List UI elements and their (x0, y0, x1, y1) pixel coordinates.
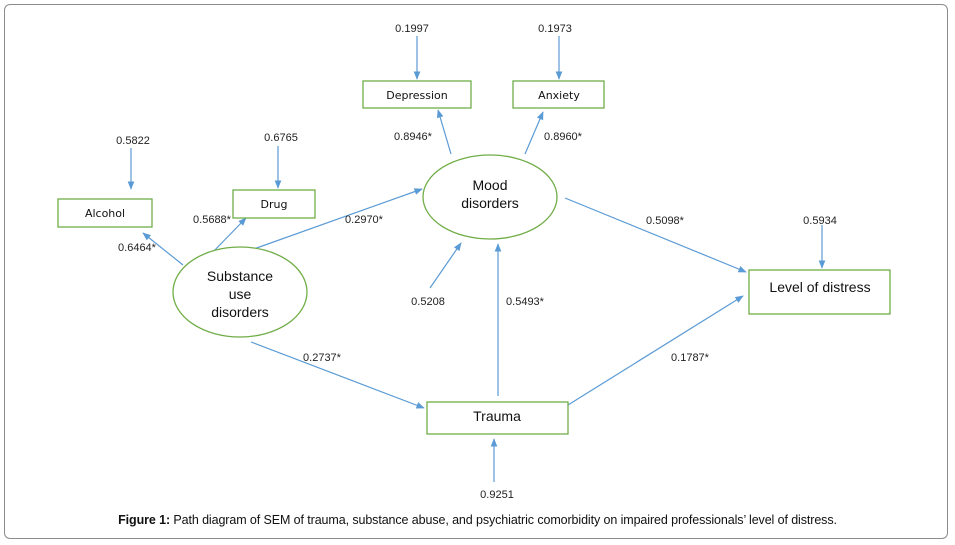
path-mood-to-depression (436, 109, 452, 155)
error-label-mood-disorders: 0.5208 (411, 296, 445, 308)
path-sud-to-mood (250, 188, 423, 251)
node-alcohol: Alcohol (57, 198, 153, 228)
path-trauma-to-distress (567, 295, 744, 406)
node-label-line: Substance (207, 268, 273, 284)
coef-mood-distress: 0.5098* (646, 215, 685, 227)
node-label: Level of distress (769, 279, 870, 295)
edges (127, 36, 826, 482)
node-mood-disorders: Mood disorders (422, 154, 558, 240)
error-label-drug: 0.6765 (264, 132, 298, 144)
node-label: Depression (386, 89, 448, 102)
node-label: Anxiety (538, 89, 580, 102)
coef-trauma-mood: 0.5493* (506, 296, 545, 308)
node-anxiety: Anxiety (512, 80, 605, 109)
node-trauma: Trauma (426, 401, 569, 435)
error-label-level-of-distress: 0.5934 (803, 215, 837, 227)
coefficient-labels: 0.8946* 0.8960* 0.6464* 0.5688* 0.2970* … (118, 131, 710, 364)
node-depression: Depression (362, 80, 472, 109)
figure-caption: Figure 1: Path diagram of SEM of trauma,… (0, 513, 955, 527)
path-mood-to-anxiety (524, 111, 544, 155)
node-label-line: disorders (211, 304, 269, 320)
caption-text: Path diagram of SEM of trauma, substance… (170, 513, 837, 527)
path-mood-to-distress (564, 197, 747, 273)
node-label-line: use (229, 286, 252, 302)
error-label-depression: 0.1997 (395, 23, 429, 35)
node-substance-use-disorders: Substance use disorders (172, 246, 308, 338)
coef-sud-alcohol: 0.6464* (118, 242, 157, 254)
coef-sud-trauma: 0.2737* (303, 352, 342, 364)
node-label: Trauma (473, 408, 521, 424)
coef-mood-anxiety: 0.8960* (544, 131, 583, 143)
figure-frame (4, 4, 948, 539)
error-label-alcohol: 0.5822 (116, 135, 150, 147)
node-label: Alcohol (85, 207, 125, 220)
caption-prefix: Figure 1: (118, 513, 171, 527)
node-drug: Drug (232, 189, 316, 219)
error-label-trauma: 0.9251 (480, 489, 514, 501)
coef-mood-depression: 0.8946* (394, 131, 433, 143)
coef-trauma-distress: 0.1787* (671, 352, 710, 364)
node-label-line: disorders (461, 195, 519, 211)
error-label-anxiety: 0.1973 (538, 23, 572, 35)
node-label-line: Mood (472, 177, 507, 193)
path-sud-to-drug (210, 217, 247, 255)
node-label: Drug (261, 198, 288, 211)
path-sud-to-trauma (250, 341, 425, 409)
coef-sud-mood: 0.2970* (345, 214, 384, 226)
node-level-of-distress: Level of distress (748, 269, 891, 315)
error-arrow-mood-disorders (429, 242, 462, 289)
error-labels: 0.1997 0.1973 0.5822 0.6765 0.5208 0.593… (116, 23, 837, 501)
coef-sud-drug: 0.5688* (193, 214, 232, 226)
path-sud-to-alcohol (142, 232, 184, 266)
